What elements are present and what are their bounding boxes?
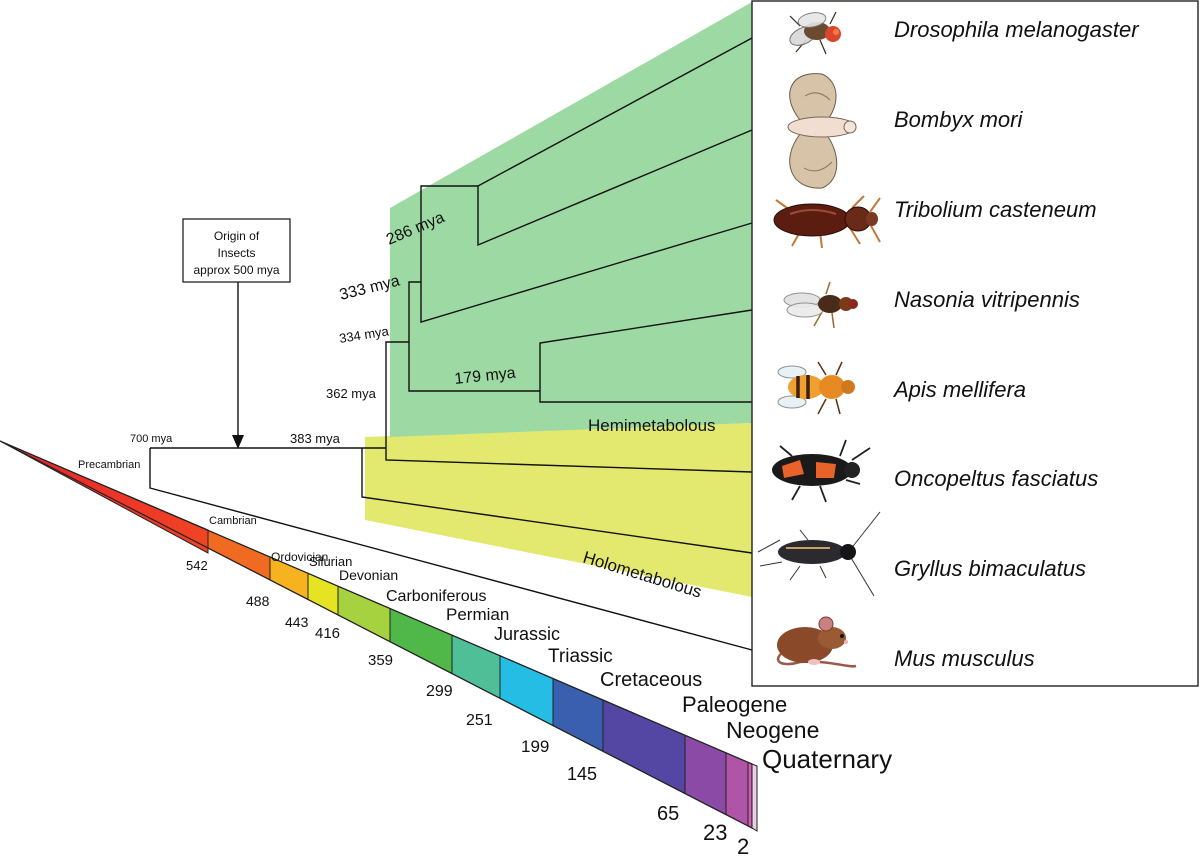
- hemimetabolous-region: [390, 2, 752, 437]
- origin-arrow-head: [232, 435, 244, 449]
- node-label-700: 700 mya: [130, 433, 173, 445]
- holometabolous-region: [365, 423, 752, 597]
- period-start-paleogene: 65: [657, 803, 679, 825]
- node-label-362: 362 mya: [326, 386, 377, 401]
- period-band-devonian: [337, 585, 391, 643]
- period-name-carboniferous: Carboniferous: [386, 588, 487, 605]
- species-name: Mus musculus: [894, 646, 1035, 671]
- node-334: [408, 342, 540, 392]
- node-label-179: 179 mya: [454, 365, 517, 388]
- milkweed-bug-icon: [772, 439, 871, 503]
- period-start-devonian: 416: [315, 625, 340, 642]
- species-name: Drosophila melanogaster: [894, 17, 1140, 42]
- origin-annotation: Origin of Insects approx 500 mya: [182, 218, 291, 449]
- hemimetabolous-label: Hemimetabolous: [588, 416, 716, 435]
- period-name-cretaceous: Cretaceous: [600, 669, 702, 691]
- period-start-silurian: 443: [285, 614, 309, 630]
- origin-line-2: Insects: [217, 246, 255, 260]
- branch-334-to-333: [408, 281, 421, 342]
- species-panel: Drosophila melanogaster Bombyx mori Trib…: [751, 0, 1199, 687]
- node-286: [477, 129, 753, 247]
- node-label-383: 383 mya: [290, 431, 341, 446]
- period-name-ordovician: Ordovician: [271, 550, 328, 564]
- cricket-icon: [757, 511, 881, 597]
- period-start-ordovician: 488: [246, 593, 270, 609]
- period-name-silurian: Silurian: [309, 554, 352, 569]
- geologic-timescale: CambrianOrdovicianSilurianDevonianCarbon…: [0, 440, 892, 858]
- period-band-permian: [451, 634, 501, 700]
- species-name: Oncopeltus fasciatus: [894, 466, 1098, 491]
- species-name: Bombyx mori: [894, 107, 1023, 132]
- precambrian-label: Precambrian: [78, 459, 140, 471]
- period-band-cretaceous: [602, 699, 686, 795]
- beetle-icon: [773, 195, 881, 249]
- period-name-devonian: Devonian: [339, 567, 398, 583]
- period-name-cambrian: Cambrian: [209, 515, 257, 527]
- period-name-quaternary: Quaternary: [762, 744, 892, 774]
- silkmoth-icon: [787, 73, 857, 189]
- period-band-cambrian: [207, 529, 271, 581]
- phylogenetic-tree: [149, 37, 753, 651]
- branch-root: [149, 448, 753, 651]
- period-start-cretaceous: 145: [567, 764, 597, 784]
- period-band-jurassic: [499, 655, 554, 727]
- origin-line-3: approx 500 mya: [193, 263, 279, 277]
- origin-box: [182, 218, 291, 283]
- species-name: Gryllus bimaculatus: [894, 556, 1086, 581]
- branch-333-to-286: [420, 185, 478, 282]
- node-383: [361, 448, 753, 554]
- branch-362-to-334: [385, 341, 409, 448]
- period-start-neogene: 23: [703, 820, 727, 845]
- species-name: Tribolium casteneum: [894, 197, 1097, 222]
- period-start-cambrian: 542: [186, 558, 208, 573]
- node-333: [420, 222, 753, 323]
- mouse-icon: [776, 616, 857, 668]
- period-start-jurassic: 251: [466, 712, 493, 729]
- branch-179-down: [539, 391, 752, 403]
- period-name-neogene: Neogene: [726, 717, 819, 743]
- period-band-carboniferous: [389, 607, 453, 675]
- period-name-triassic: Triassic: [548, 646, 613, 667]
- period-name-permian: Permian: [446, 605, 509, 624]
- precambrian-segment: [0, 440, 209, 554]
- period-name-jurassic: Jurassic: [494, 624, 560, 644]
- period-start-quaternary: 2: [737, 834, 749, 858]
- origin-line-1: Origin of: [214, 229, 260, 243]
- honeybee-icon: [777, 361, 855, 415]
- node-179: [539, 309, 753, 391]
- node-label-334: 334 mya: [338, 323, 390, 346]
- species-name: Apis mellifera: [892, 377, 1026, 402]
- branch-286-up: [477, 37, 753, 187]
- node-362: [385, 448, 753, 473]
- period-start-triassic: 199: [521, 737, 549, 756]
- period-start-permian: 299: [426, 683, 453, 700]
- fly-icon: [789, 11, 841, 55]
- species-name: Nasonia vitripennis: [894, 287, 1080, 312]
- period-name-paleogene: Paleogene: [682, 692, 787, 717]
- wasp-icon: [783, 281, 858, 329]
- period-band-paleogene: [684, 734, 727, 816]
- period-band-neogene: [725, 752, 749, 827]
- period-start-carboniferous: 359: [368, 652, 393, 669]
- timescale-side-face: [751, 763, 758, 832]
